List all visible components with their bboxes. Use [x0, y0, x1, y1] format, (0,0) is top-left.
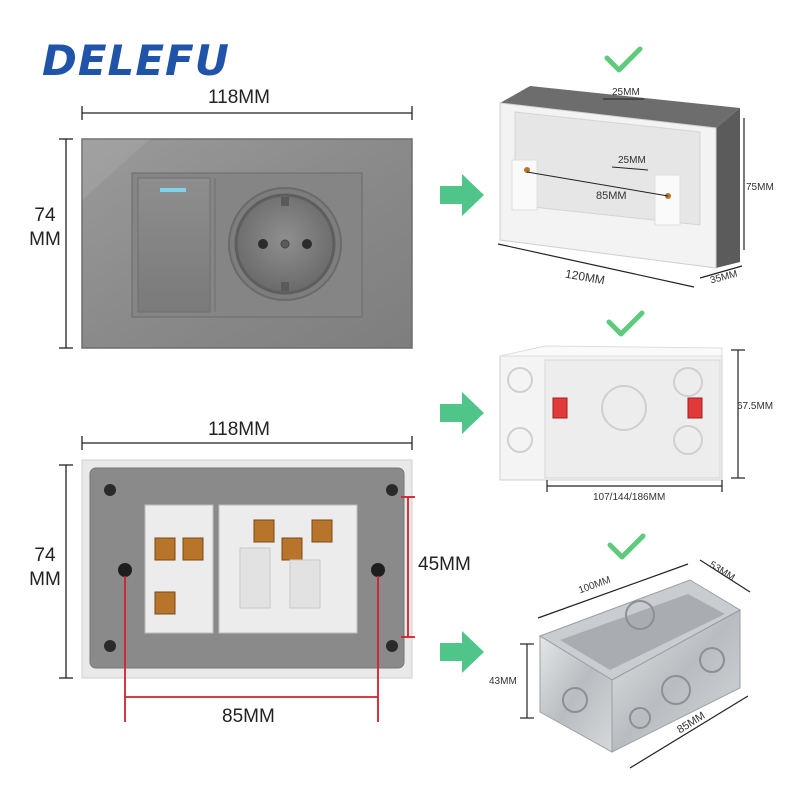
back-height-label-number: 74 [34, 545, 56, 566]
front-height-dimension [59, 138, 73, 349]
arrow-right-icon [440, 631, 484, 673]
front-height-label-number: 74 [34, 205, 56, 226]
back-width-dimension [81, 436, 413, 450]
box2-width-label: 107/144/186MM [593, 492, 666, 503]
socket-height-label: 45MM [418, 554, 471, 575]
front-width-dimension [81, 106, 413, 120]
box3-height-label: 43MM [489, 676, 517, 687]
rocker-switch [137, 177, 211, 313]
mounting-box-1 [499, 86, 740, 269]
back-width-label: 118MM [208, 419, 270, 440]
box1-top-slot-label: 25MM [612, 87, 640, 98]
brand-logo: DELEFU [42, 36, 230, 85]
mounting-box-3 [538, 579, 742, 753]
back-height-label-unit: MM [29, 569, 61, 590]
checkmark-icon [604, 46, 643, 73]
box2-height-label: 67.5MM [737, 401, 774, 412]
box1-inner-slot-label: 25MM [618, 155, 646, 166]
indicator-light-icon [160, 188, 186, 192]
screw-spacing-dimension [124, 576, 379, 722]
socket-height-dimension [401, 496, 415, 638]
mounting-box-2 [499, 345, 723, 481]
box3-dimension-lines [520, 559, 751, 769]
arrow-right-icon [440, 174, 484, 216]
front-height-label-unit: MM [29, 229, 61, 250]
back-height-dimension [59, 464, 73, 679]
box2-dimension-lines [546, 349, 745, 492]
box1-dimension-lines [497, 118, 745, 288]
screw-spacing-label: 85MM [222, 706, 275, 727]
checkmark-icon [607, 533, 646, 560]
arrow-right-icon [440, 392, 484, 434]
back-panel [81, 459, 413, 679]
box1-height-label: 75MM [746, 182, 774, 193]
box1-screw-span-label: 85MM [596, 190, 627, 202]
front-width-label: 118MM [208, 87, 270, 108]
checkmark-icon [606, 310, 645, 337]
front-panel [81, 138, 413, 349]
